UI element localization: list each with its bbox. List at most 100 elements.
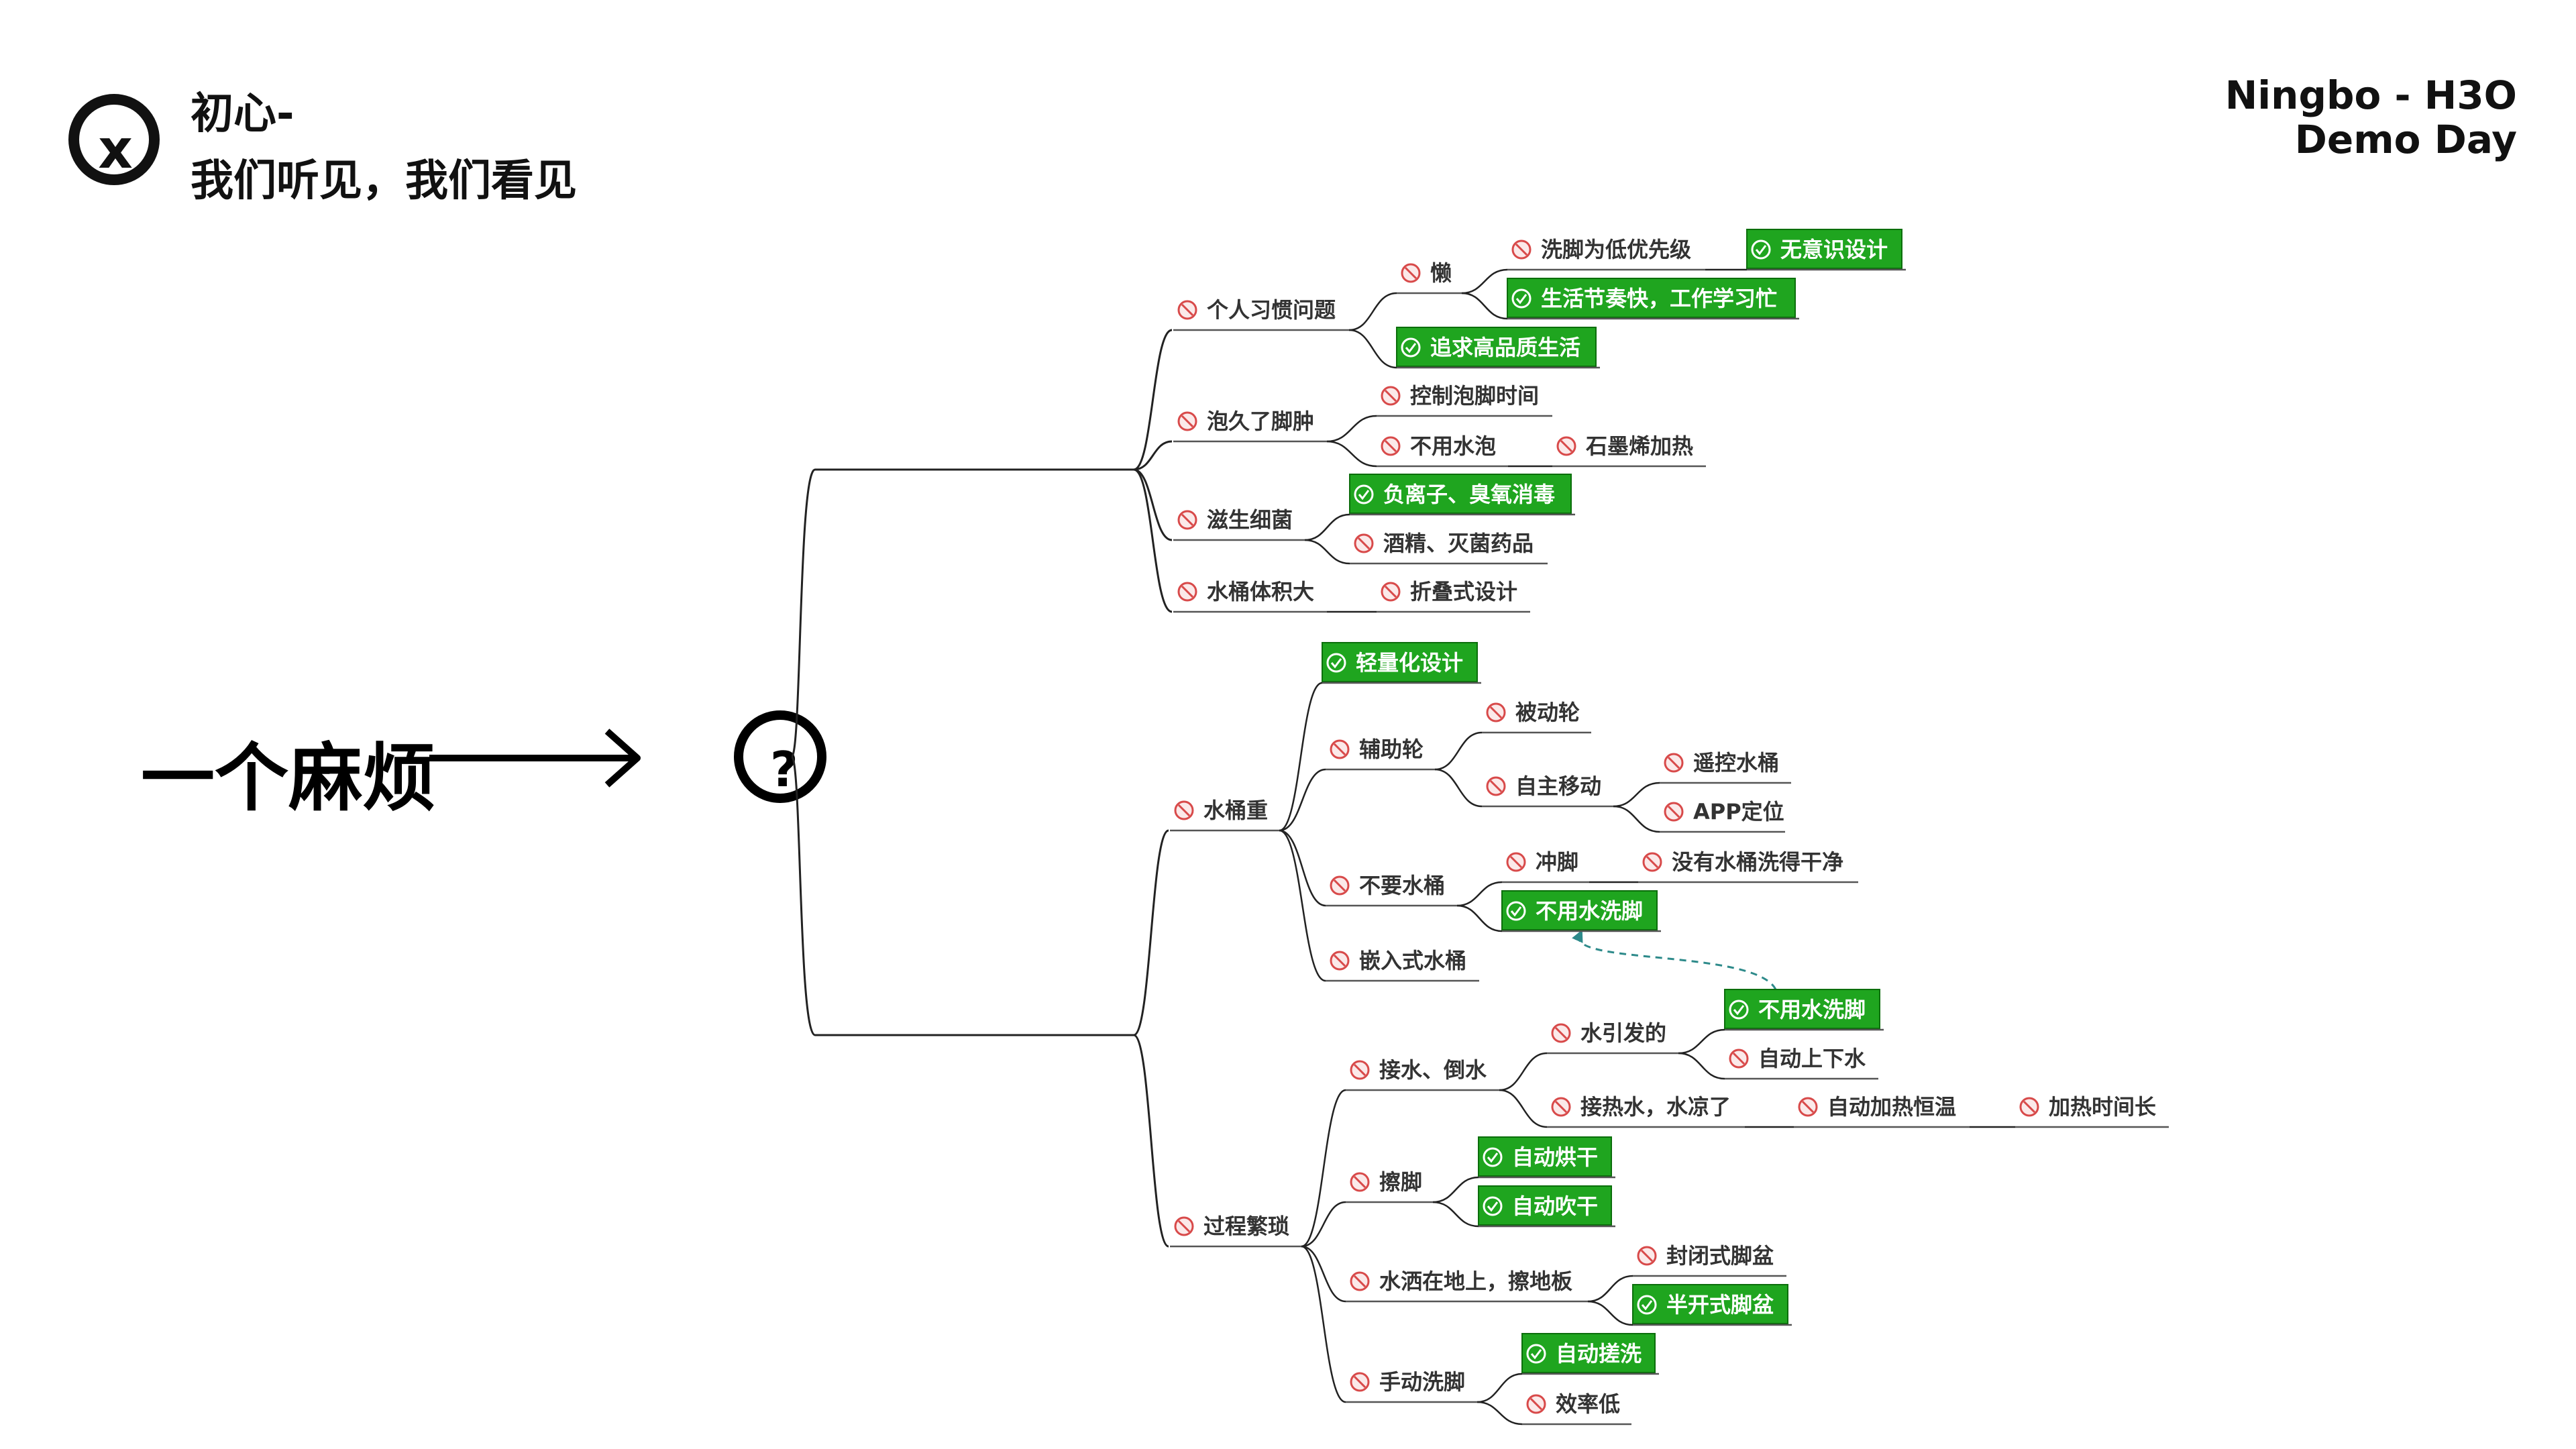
node-f1b2[interactable]: 加热时间长 <box>2015 1094 2169 1128</box>
highlight-box <box>1501 890 1658 930</box>
node-e3b[interactable]: 不用水洗脚 <box>1501 890 1661 932</box>
node-c1[interactable]: 负离子、臭氧消毒 <box>1349 474 1575 516</box>
node-f2[interactable]: 擦脚 <box>1346 1169 1433 1203</box>
node-f1b[interactable]: 接热水，水凉了 <box>1547 1094 1745 1128</box>
link-f4 <box>1301 1245 1346 1403</box>
link-e2b2 <box>1613 805 1660 833</box>
node-f4[interactable]: 手动洗脚 <box>1346 1369 1477 1403</box>
link-f4a <box>1477 1373 1523 1403</box>
node-label: 封闭式脚盆 <box>1666 1243 1774 1269</box>
node-label: 水桶体积大 <box>1207 579 1314 604</box>
node-a1[interactable]: 懒 <box>1397 260 1462 294</box>
node-f4a[interactable]: 自动搓洗 <box>1521 1333 1659 1375</box>
node-f2b[interactable]: 自动吹干 <box>1478 1185 1615 1228</box>
link-f1a1 <box>1678 1028 1725 1055</box>
highlight-box <box>1724 989 1880 1029</box>
node-f3b[interactable]: 半开式脚盆 <box>1632 1284 1792 1326</box>
node-a1c[interactable]: 生活节奏快，工作学习忙 <box>1507 278 1799 320</box>
logo: x <box>68 94 160 185</box>
node-label: 自动搓洗 <box>1556 1341 1642 1366</box>
node-b2a[interactable]: 石墨烯加热 <box>1552 433 1706 468</box>
link-e1 <box>1279 682 1323 832</box>
node-f[interactable]: 过程繁琐 <box>1170 1214 1301 1248</box>
node-f3a[interactable]: 封闭式脚盆 <box>1633 1243 1786 1277</box>
check-circle-icon <box>1483 1196 1503 1216</box>
link-e2 <box>1279 768 1326 832</box>
logo-letter: x <box>98 118 133 180</box>
link-c <box>1133 468 1173 541</box>
node-f1a2[interactable]: 自动上下水 <box>1725 1046 1878 1080</box>
highlight-box <box>1507 278 1796 318</box>
node-e2[interactable]: 辅助轮 <box>1326 737 1435 771</box>
node-e3[interactable]: 不要水桶 <box>1326 873 1457 907</box>
link-d <box>1133 468 1173 613</box>
link-a1 <box>1348 292 1397 331</box>
node-c[interactable]: 滋生细菌 <box>1173 507 1305 541</box>
link-e2b1 <box>1613 782 1660 808</box>
link-e2a <box>1434 731 1483 771</box>
node-f4b[interactable]: 效率低 <box>1522 1391 1631 1426</box>
node-b1[interactable]: 控制泡脚时间 <box>1377 383 1552 417</box>
link-e3a <box>1456 881 1503 907</box>
no-entry-icon <box>1798 1097 1818 1117</box>
node-e[interactable]: 水桶重 <box>1170 798 1279 832</box>
node-label: 冲脚 <box>1536 849 1578 875</box>
node-label: 懒 <box>1430 260 1452 286</box>
node-f1[interactable]: 接水、倒水 <box>1346 1057 1499 1091</box>
node-label: 生活节奏快，工作学习忙 <box>1541 286 1777 311</box>
no-entry-icon <box>1551 1023 1571 1043</box>
link-f <box>1133 1034 1169 1248</box>
link-a1a <box>1461 268 1508 294</box>
node-label: 自动加热恒温 <box>1827 1094 1956 1120</box>
node-f1b1[interactable]: 自动加热恒温 <box>1794 1094 1970 1128</box>
node-a2[interactable]: 追求高品质生活 <box>1396 327 1600 369</box>
node-a1b[interactable]: 无意识设计 <box>1746 229 1906 271</box>
node-label: 自主移动 <box>1515 773 1601 799</box>
node-label: 不用水泡 <box>1410 433 1496 459</box>
node-e2b1[interactable]: 遥控水桶 <box>1660 750 1791 784</box>
node-f3[interactable]: 水洒在地上，擦地板 <box>1346 1269 1588 1303</box>
node-f1a1[interactable]: 不用水洗脚 <box>1724 989 1884 1031</box>
node-label: 加热时间长 <box>2049 1094 2156 1120</box>
node-label: 没有水桶洗得干净 <box>1672 849 1843 875</box>
no-entry-icon <box>1330 951 1350 971</box>
no-entry-icon <box>1729 1049 1749 1069</box>
no-entry-icon <box>1350 1372 1370 1392</box>
node-label: 自动烘干 <box>1512 1144 1598 1170</box>
tagline-line1: 初心- <box>191 89 294 139</box>
highlight-box <box>1632 1284 1788 1324</box>
link-f1a <box>1499 1052 1548 1091</box>
node-label: 效率低 <box>1556 1391 1620 1417</box>
link-a <box>1133 329 1173 471</box>
node-label: 过程繁琐 <box>1203 1214 1289 1239</box>
check-circle-icon <box>1354 484 1374 504</box>
node-e2b2[interactable]: APP定位 <box>1660 799 1785 833</box>
node-b2[interactable]: 不用水泡 <box>1377 433 1508 468</box>
node-label: 不要水桶 <box>1359 873 1445 898</box>
node-e3a1[interactable]: 没有水桶洗得干净 <box>1638 849 1858 883</box>
no-entry-icon <box>1664 753 1684 773</box>
no-entry-icon <box>1177 300 1197 320</box>
node-e3a[interactable]: 冲脚 <box>1502 849 1589 883</box>
node-a1a[interactable]: 洗脚为低优先级 <box>1507 237 1705 271</box>
node-a[interactable]: 个人习惯问题 <box>1173 297 1349 331</box>
no-entry-icon <box>1350 1172 1370 1192</box>
node-c2[interactable]: 酒精、灭菌药品 <box>1350 531 1548 565</box>
node-e2a[interactable]: 被动轮 <box>1482 700 1591 734</box>
link-e3 <box>1279 829 1326 907</box>
node-d1[interactable]: 折叠式设计 <box>1377 579 1530 613</box>
no-entry-icon <box>1381 436 1401 456</box>
no-entry-icon <box>1177 411 1197 431</box>
node-f1a[interactable]: 水引发的 <box>1547 1020 1678 1055</box>
node-e2b[interactable]: 自主移动 <box>1482 773 1613 808</box>
node-e4[interactable]: 嵌入式水桶 <box>1326 948 1479 982</box>
node-d[interactable]: 水桶体积大 <box>1173 579 1327 613</box>
link-f1b <box>1499 1089 1548 1128</box>
node-e1[interactable]: 轻量化设计 <box>1322 642 1481 684</box>
node-b[interactable]: 泡久了脚肿 <box>1173 409 1327 443</box>
node-f2a[interactable]: 自动烘干 <box>1478 1136 1615 1179</box>
question-circle-icon: ? <box>734 710 826 803</box>
link-root-lower <box>790 755 1134 1036</box>
highlight-box <box>1746 229 1902 269</box>
